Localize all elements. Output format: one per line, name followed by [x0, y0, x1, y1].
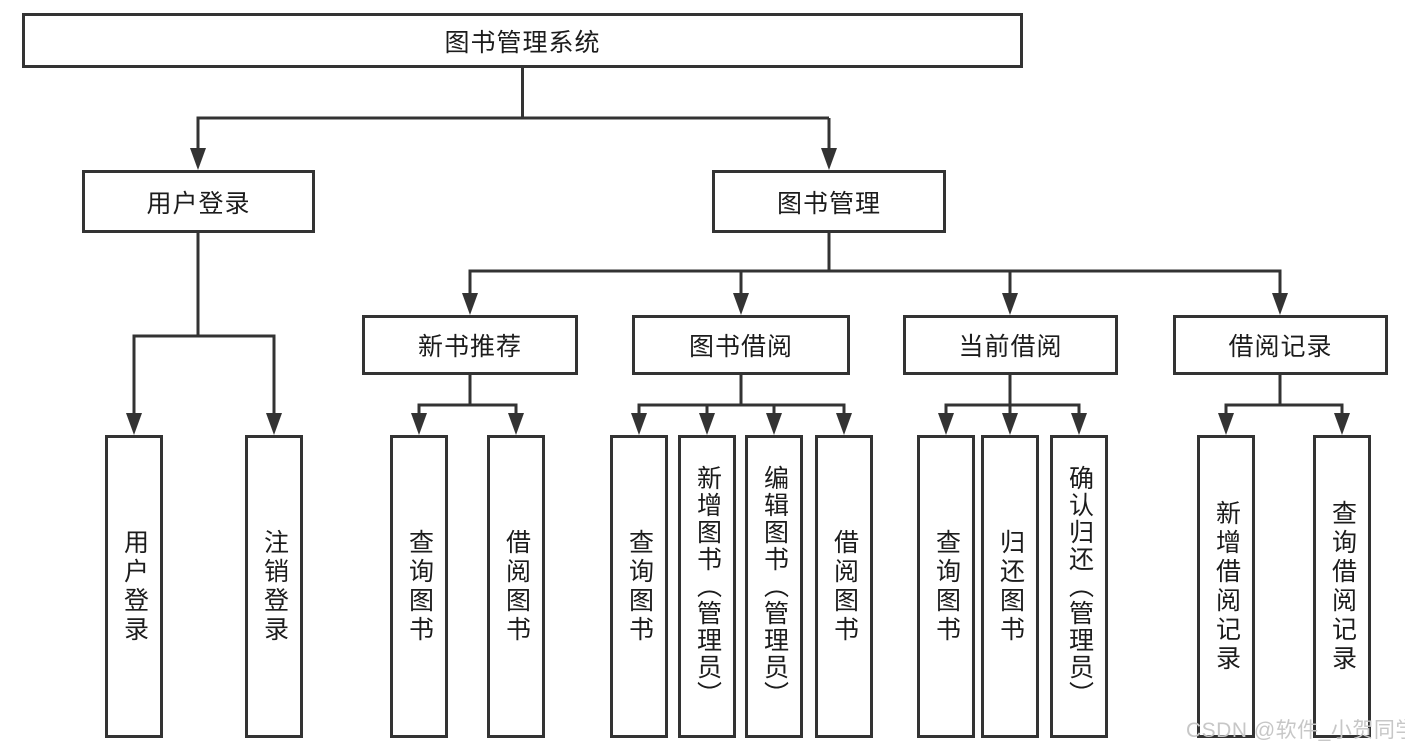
node-user-login-label: 用户登录: [146, 189, 251, 218]
leaf-confirm-return-admin-label: 确认归还（管理员）: [1065, 465, 1094, 708]
connector-userlogin-to-leaves: [126, 233, 282, 435]
leaf-borrowing-query-books: 查询图书: [610, 435, 668, 738]
leaf-query-borrow-record: 查询借阅记录: [1313, 435, 1371, 738]
csdn-watermark: CSDN @软件_小贺同学: [1186, 719, 1405, 742]
connector-bookmgmt-to-level3: [462, 233, 1288, 315]
leaf-logout-label: 注销登录: [260, 528, 289, 645]
leaf-edit-books-admin: 编辑图书（管理员）: [745, 435, 803, 738]
node-book-management-label: 图书管理: [776, 189, 881, 218]
node-root-system: 图书管理系统: [22, 13, 1023, 68]
node-borrowing-records: 借阅记录: [1173, 315, 1388, 375]
connector-bookborrow-to-leaves: [631, 375, 852, 435]
leaf-add-borrow-record: 新增借阅记录: [1197, 435, 1255, 738]
leaf-query-borrow-record-label: 查询借阅记录: [1328, 499, 1357, 674]
node-new-book-recommend-label: 新书推荐: [417, 333, 522, 361]
node-user-login: 用户登录: [82, 170, 315, 233]
node-borrowing-records-label: 借阅记录: [1228, 333, 1333, 361]
leaf-newbooks-query-books: 查询图书: [390, 435, 448, 738]
leaf-add-books-admin: 新增图书（管理员）: [678, 435, 736, 738]
leaf-current-query-books: 查询图书: [917, 435, 975, 738]
node-new-book-recommend: 新书推荐: [362, 315, 578, 375]
leaf-add-borrow-record-label: 新增借阅记录: [1212, 499, 1241, 674]
connector-root-to-level2: [190, 68, 837, 170]
leaf-current-query-books-label: 查询图书: [932, 528, 961, 645]
leaf-borrowing-query-books-label: 查询图书: [625, 528, 654, 645]
node-root-label: 图书管理系统: [444, 28, 601, 57]
connector-borrowrecords-to-leaves: [1218, 375, 1350, 435]
leaf-add-books-admin-label: 新增图书（管理员）: [693, 465, 722, 708]
node-book-borrowing-label: 图书借阅: [688, 333, 793, 361]
leaf-logout: 注销登录: [245, 435, 303, 738]
node-current-borrowing: 当前借阅: [903, 315, 1118, 375]
connector-newbooks-to-leaves: [411, 375, 524, 435]
leaf-confirm-return-admin: 确认归还（管理员）: [1050, 435, 1108, 738]
node-current-borrowing-label: 当前借阅: [958, 333, 1063, 361]
leaf-newbooks-borrow-books: 借阅图书: [487, 435, 545, 738]
leaf-edit-books-admin-label: 编辑图书（管理员）: [760, 465, 789, 708]
leaf-borrowing-borrow-books: 借阅图书: [815, 435, 873, 738]
leaf-newbooks-borrow-books-label: 借阅图书: [502, 528, 531, 645]
connector-currentborrow-to-leaves: [938, 375, 1087, 435]
leaf-user-login: 用户登录: [105, 435, 163, 738]
leaf-return-books: 归还图书: [981, 435, 1039, 738]
leaf-return-books-label: 归还图书: [996, 528, 1025, 645]
node-book-borrowing: 图书借阅: [632, 315, 850, 375]
leaf-borrowing-borrow-books-label: 借阅图书: [830, 528, 859, 645]
node-book-management: 图书管理: [712, 170, 946, 233]
leaf-newbooks-query-books-label: 查询图书: [405, 528, 434, 645]
leaf-user-login-label: 用户登录: [120, 528, 149, 645]
